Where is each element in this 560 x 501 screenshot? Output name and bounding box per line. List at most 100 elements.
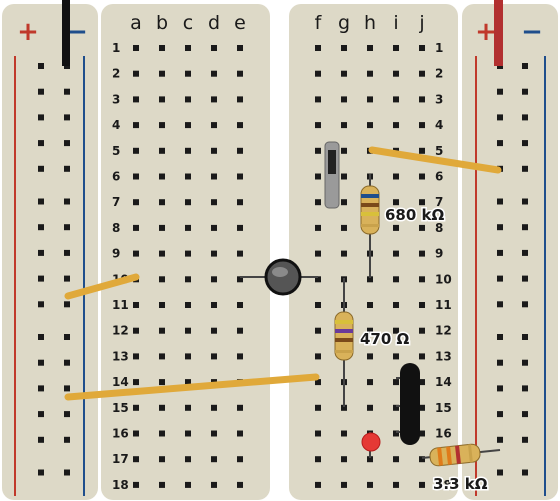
row-label: 13 — [435, 349, 452, 363]
breadboard-hole — [419, 45, 425, 51]
rail-hole — [38, 249, 44, 256]
column-label: h — [364, 12, 376, 34]
breadboard-hole — [159, 276, 165, 283]
breadboard-hole — [159, 122, 165, 129]
breadboard-hole — [185, 327, 191, 334]
rail-hole — [522, 140, 528, 147]
breadboard-hole — [237, 122, 243, 129]
row-label: 9 — [435, 247, 443, 261]
row-label: 5 — [435, 144, 443, 158]
breadboard-hole — [341, 456, 347, 463]
breadboard-hole — [315, 327, 321, 334]
breadboard-hole — [393, 456, 399, 463]
breadboard-hole — [211, 327, 217, 334]
rail-hole — [497, 88, 503, 95]
rail-hole — [64, 275, 70, 282]
breadboard-hole — [237, 250, 243, 257]
breadboard-hole — [237, 70, 243, 77]
breadboard-hole — [367, 404, 373, 411]
rail-hole — [38, 114, 44, 121]
breadboard-hole — [341, 147, 347, 154]
breadboard-hole — [133, 96, 139, 103]
breadboard-hole — [237, 404, 243, 411]
potentiometer — [264, 258, 302, 296]
row-label: 18 — [112, 478, 129, 492]
breadboard-hole — [315, 122, 321, 129]
breadboard-hole — [341, 96, 347, 103]
breadboard-hole — [185, 147, 191, 154]
breadboard-hole — [419, 430, 425, 437]
jumper-wires — [64, 146, 502, 401]
breadboard-hole — [237, 481, 243, 488]
breadboard-hole — [393, 302, 399, 308]
rail-hole — [497, 334, 503, 340]
breadboard-hole — [419, 250, 425, 257]
rail-hole — [64, 224, 70, 231]
row-label: 16 — [435, 427, 452, 441]
rail-hole — [64, 411, 70, 418]
breadboard-hole — [185, 224, 191, 231]
breadboard-hole — [159, 199, 165, 206]
breadboard-hole — [237, 302, 243, 308]
breadboard-hole — [393, 327, 399, 334]
rail-hole — [497, 359, 503, 366]
rail-hole — [522, 198, 528, 205]
breadboard-hole — [211, 353, 217, 360]
resistor-470-label: 470 Ω — [360, 330, 410, 348]
breadboard-hole — [159, 456, 165, 463]
breadboard-hole — [341, 122, 347, 129]
breadboard-hole — [211, 122, 217, 129]
breadboard-hole — [159, 96, 165, 103]
row-label: 2 — [435, 67, 443, 81]
left-minus-symbol: − — [66, 17, 88, 47]
rail-hole — [38, 469, 44, 476]
breadboard-hole — [315, 199, 321, 206]
rail-hole — [497, 275, 503, 282]
breadboard-hole — [393, 404, 399, 411]
breadboard-hole — [133, 327, 139, 334]
breadboard-hole — [211, 96, 217, 103]
rail-hole — [522, 469, 528, 476]
row-label: 7 — [112, 195, 120, 209]
left-plus-symbol: + — [17, 17, 39, 47]
row-label: 15 — [435, 401, 452, 415]
row-label: 11 — [435, 298, 452, 312]
breadboard-hole — [237, 276, 243, 283]
breadboard-hole — [367, 70, 373, 77]
rail-hole — [64, 140, 70, 147]
breadboard-hole — [159, 430, 165, 437]
breadboard-hole — [315, 250, 321, 257]
resistor-3k3-label: 3.3 kΩ — [433, 475, 488, 493]
breadboard-hole — [159, 481, 165, 488]
row-label: 12 — [112, 324, 129, 338]
breadboard-hole — [159, 250, 165, 257]
row-label: 14 — [435, 375, 452, 389]
rail-hole — [522, 224, 528, 231]
rail-hole — [522, 436, 528, 443]
row-label: 12 — [435, 324, 452, 338]
rail-hole — [497, 385, 503, 392]
rail-hole — [522, 411, 528, 418]
rail-hole — [522, 385, 528, 392]
row-label: 10 — [435, 272, 452, 286]
rail-hole — [38, 385, 44, 392]
breadboard-hole — [211, 481, 217, 488]
breadboard-hole — [367, 302, 373, 308]
resistor-3k3 — [429, 443, 481, 467]
jumper-wire-5-to-rail — [368, 146, 502, 174]
breadboard-hole — [341, 173, 347, 180]
breadboard-hole — [393, 250, 399, 257]
rail-hole — [64, 301, 70, 308]
resistor-470 — [334, 311, 354, 361]
breadboard-hole — [419, 353, 425, 360]
rail-hole — [38, 140, 44, 147]
breadboard-hole — [211, 45, 217, 51]
row-label: 3 — [435, 92, 443, 106]
breadboard-hole — [133, 430, 139, 437]
rail-hole — [38, 198, 44, 205]
breadboard-hole — [419, 70, 425, 77]
breadboard-hole — [237, 456, 243, 463]
rail-hole — [497, 249, 503, 256]
column-label: i — [393, 12, 398, 34]
